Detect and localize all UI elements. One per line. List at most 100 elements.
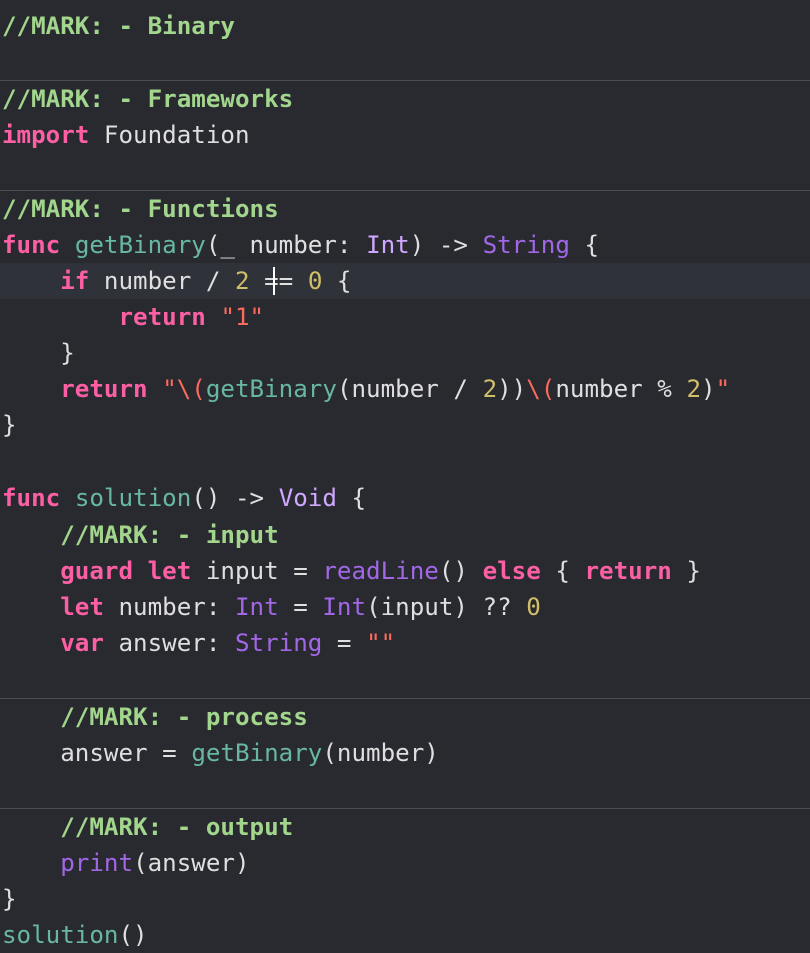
code-line: return "1" — [2, 299, 265, 335]
code-line: if number / 2 == 0 { — [2, 263, 352, 299]
code-token — [2, 303, 119, 331]
code-token — [2, 849, 60, 877]
code-token — [2, 703, 60, 731]
code-token: input — [205, 521, 279, 549]
mark-separator — [0, 80, 810, 81]
code-token: () — [118, 921, 148, 949]
code-token: "1" — [220, 303, 265, 331]
code-token: guard — [60, 557, 134, 585]
code-token: //MARK: - — [2, 85, 148, 113]
code-token: Binary — [147, 12, 235, 40]
code-token: return — [60, 375, 148, 403]
code-token: { — [569, 231, 600, 259]
mark-separator — [0, 698, 810, 699]
code-line: var answer: String = "" — [2, 625, 395, 661]
code-line: //MARK: - Binary — [2, 8, 235, 44]
code-line: } — [2, 881, 17, 917]
code-token — [133, 557, 148, 585]
code-token: return — [118, 303, 206, 331]
code-token: 2 — [482, 375, 498, 403]
code-token: { — [540, 557, 585, 585]
code-token: var — [60, 629, 104, 657]
code-token: Int — [366, 231, 410, 259]
code-token: "\( — [162, 375, 206, 403]
code-line: //MARK: - Functions — [2, 191, 279, 227]
code-token: () -> — [191, 484, 279, 512]
code-token: == — [249, 267, 308, 295]
code-token: } — [2, 885, 17, 913]
code-token — [2, 267, 60, 295]
code-token: } — [2, 411, 17, 439]
code-token — [60, 231, 75, 259]
code-token: readLine — [322, 557, 439, 585]
code-line: //MARK: - process — [2, 699, 308, 735]
code-token: solution — [74, 484, 192, 512]
code-token: else — [482, 557, 541, 585]
code-token — [2, 375, 60, 403]
code-line: print(answer) — [2, 845, 250, 881]
code-token: import — [2, 121, 90, 149]
code-token — [2, 521, 60, 549]
code-token: let — [60, 593, 104, 621]
code-token: //MARK: - — [60, 521, 206, 549]
code-line: func getBinary(_ number: Int) -> String … — [2, 227, 599, 263]
code-token: Functions — [147, 195, 279, 223]
code-token: 2 — [686, 375, 701, 403]
code-token — [2, 593, 60, 621]
code-token: //MARK: - — [60, 813, 206, 841]
code-token: //MARK: - — [2, 12, 148, 40]
code-token: input = — [191, 557, 323, 585]
code-token: 0 — [526, 593, 541, 621]
code-token — [148, 375, 163, 403]
code-line: let number: Int = Int(input) ?? 0 — [2, 589, 541, 625]
code-token: getBinary — [191, 739, 323, 767]
code-token: if — [60, 267, 90, 295]
code-token: (answer) — [133, 849, 250, 877]
mark-separator — [0, 190, 810, 191]
code-token: { — [336, 484, 367, 512]
code-token: answer = — [2, 739, 192, 767]
code-line: func solution() -> Void { — [2, 480, 366, 516]
code-token: \( — [526, 375, 556, 403]
code-token — [60, 484, 75, 512]
code-token: //MARK: - — [60, 703, 206, 731]
code-line: //MARK: - Frameworks — [2, 81, 293, 117]
code-line: solution() — [2, 917, 148, 953]
code-token: return — [584, 557, 672, 585]
code-line: } — [2, 335, 75, 371]
code-token — [2, 813, 60, 841]
code-token: //MARK: - — [2, 195, 148, 223]
code-line: } — [2, 407, 17, 443]
code-token: Foundation — [89, 121, 250, 149]
code-line: guard let input = readLine() else { retu… — [2, 553, 701, 589]
code-token: number: — [103, 593, 235, 621]
code-token: (input) ?? — [366, 593, 527, 621]
code-token: (number) — [322, 739, 439, 767]
code-token: answer: — [103, 629, 235, 657]
code-token: " — [715, 375, 731, 403]
code-token — [2, 557, 60, 585]
code-token: "" — [366, 629, 396, 657]
code-token: ) — [701, 375, 716, 403]
code-token: number % — [555, 375, 687, 403]
code-token: let — [147, 557, 192, 585]
code-token: { — [322, 267, 352, 295]
code-token: (_ number: — [205, 231, 367, 259]
code-token: getBinary — [205, 375, 337, 403]
code-line: return "\(getBinary(number / 2))\(number… — [2, 371, 730, 407]
code-token: )) — [497, 375, 527, 403]
code-token: () — [438, 557, 483, 585]
code-token: print — [60, 849, 134, 877]
code-token — [206, 303, 221, 331]
code-token: (number / — [336, 375, 483, 403]
code-token: number / — [89, 267, 235, 295]
code-token: func — [2, 484, 61, 512]
code-token — [2, 629, 60, 657]
code-token: String — [482, 231, 570, 259]
code-token: func — [2, 231, 61, 259]
code-token: getBinary — [74, 231, 206, 259]
code-line: answer = getBinary(number) — [2, 735, 439, 771]
code-token: String — [235, 629, 323, 657]
code-line: import Foundation — [2, 117, 250, 153]
